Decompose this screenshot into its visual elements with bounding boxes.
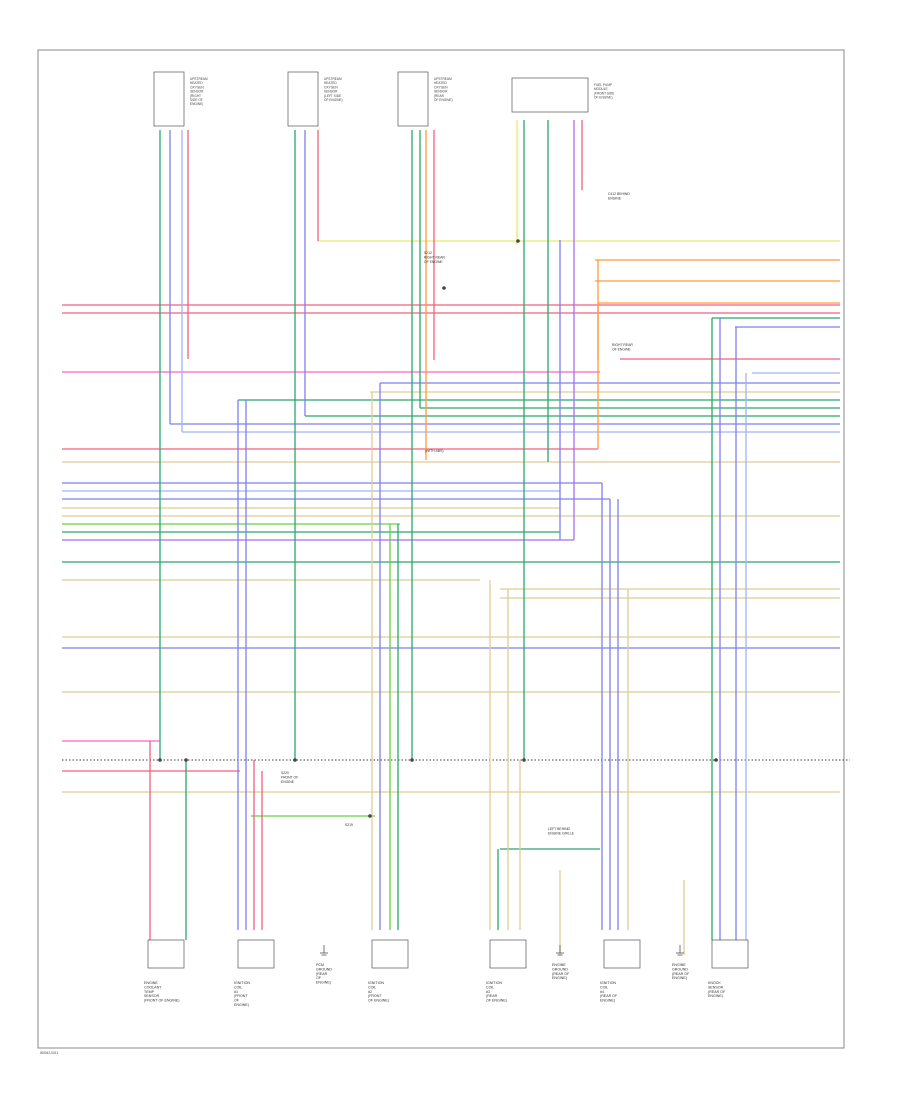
splice-dot xyxy=(714,758,718,762)
splice-dot xyxy=(293,758,297,762)
splice-dot xyxy=(522,758,526,762)
component-box xyxy=(153,71,185,127)
vertical-wires xyxy=(149,120,747,955)
note-s5: (WITH ABS) xyxy=(425,449,443,453)
diagram-frame xyxy=(37,49,845,1049)
component-box xyxy=(711,939,749,969)
page-id: W0042-0011 xyxy=(40,1051,58,1055)
component-box xyxy=(489,939,527,969)
component-box xyxy=(287,71,319,127)
component-box xyxy=(603,939,641,969)
component-box xyxy=(397,71,429,127)
splice-dot xyxy=(410,758,414,762)
splice-dot xyxy=(158,758,162,762)
splice-dot xyxy=(184,758,188,762)
splice-dot xyxy=(442,286,446,290)
splice-dot xyxy=(368,814,372,818)
note-s3: S219 xyxy=(345,823,353,827)
splice-dot xyxy=(516,239,520,243)
horizontal-wires xyxy=(62,240,850,850)
component-box xyxy=(237,939,275,969)
component-box xyxy=(511,77,589,113)
component-box xyxy=(147,939,185,969)
component-box xyxy=(371,939,409,969)
